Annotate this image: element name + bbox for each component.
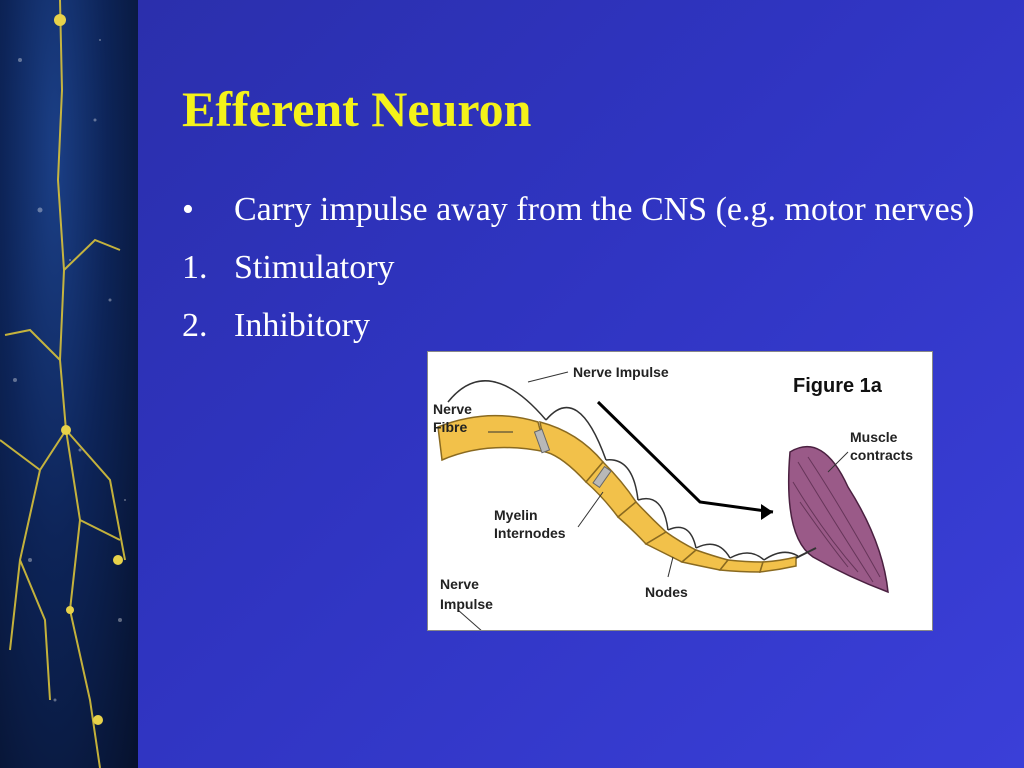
label-nerve-bottom: Nerve (440, 576, 479, 592)
numbered-text: Stimulatory (234, 249, 395, 286)
bullet-marker: • (182, 191, 194, 228)
nerve-impulse-diagram: Nerve Impulse Figure 1a Nerve Fibre Musc… (433, 364, 913, 630)
numbered-item: 1. Stimulatory (182, 246, 1002, 290)
muscle-shape (787, 446, 889, 594)
label-nerve-impulse-top: Nerve Impulse (573, 364, 669, 380)
label-internodes: Internodes (494, 525, 566, 541)
bullet-item: • Carry impulse away from the CNS (e.g. … (182, 188, 1002, 232)
figure-caption: Figure 1a (793, 375, 883, 397)
neuron-photo-image (0, 0, 126, 768)
numbered-text: Inhibitory (234, 307, 370, 344)
label-nodes: Nodes (645, 584, 688, 600)
efferent-neuron-figure: Nerve Impulse Figure 1a Nerve Fibre Musc… (427, 351, 933, 631)
number-marker: 1. (182, 249, 208, 286)
label-contracts: contracts (850, 447, 913, 463)
bullet-text: Carry impulse away from the CNS (e.g. mo… (234, 191, 975, 228)
label-nerve: Nerve (433, 401, 472, 417)
pointer-arrow (596, 400, 774, 514)
label-impulse-bottom: Impulse (440, 596, 493, 612)
slide-title: Efferent Neuron (182, 81, 532, 137)
number-marker: 2. (182, 307, 208, 344)
label-myelin: Myelin (494, 507, 538, 523)
neuron-photo-strip (0, 0, 138, 768)
numbered-item: 2. Inhibitory (182, 304, 1002, 348)
label-fibre: Fibre (433, 419, 467, 435)
label-muscle: Muscle (850, 429, 898, 445)
bullet-list: • Carry impulse away from the CNS (e.g. … (182, 188, 1002, 362)
